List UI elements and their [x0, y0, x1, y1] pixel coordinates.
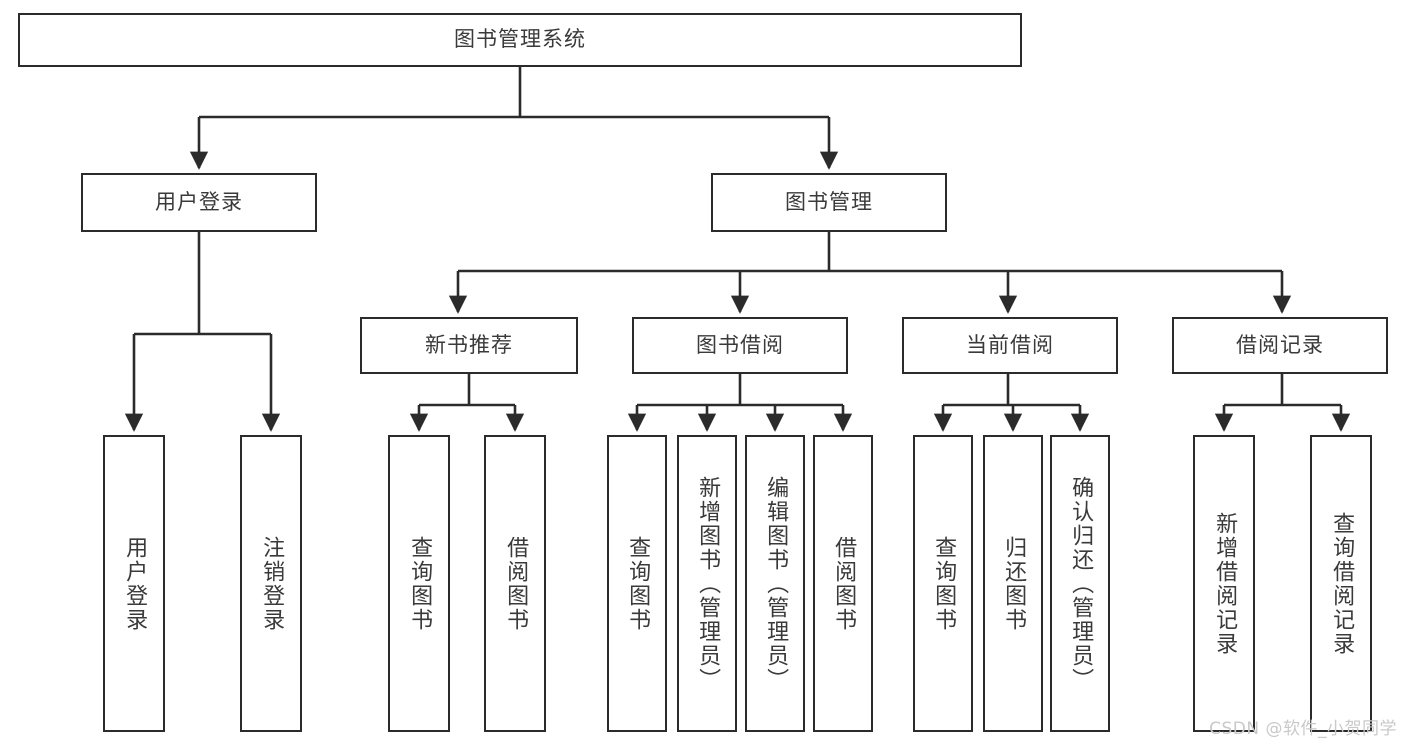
node-book-management[interactable]: 图书管理	[711, 173, 947, 232]
leaf-user-login[interactable]: 用户登录	[103, 435, 165, 732]
node-current-borrow[interactable]: 当前借阅	[902, 317, 1118, 374]
leaf-query-books-recommend[interactable]: 查询图书	[388, 435, 450, 732]
leaf-borrow-books-recommend-label: 借阅图书	[503, 535, 529, 632]
node-user-login-label: 用户登录	[155, 189, 243, 214]
node-book-borrow-label: 图书借阅	[696, 332, 784, 357]
leaf-borrow-books-label: 借阅图书	[831, 535, 857, 632]
node-user-login[interactable]: 用户登录	[81, 173, 317, 232]
node-new-book-recommend-label: 新书推荐	[425, 332, 513, 357]
leaf-add-book-admin[interactable]: 新增图书（管理员）	[677, 435, 737, 732]
leaf-edit-book-admin[interactable]: 编辑图书（管理员）	[745, 435, 805, 732]
leaf-query-books-borrow[interactable]: 查询图书	[607, 435, 667, 732]
node-current-borrow-label: 当前借阅	[966, 332, 1054, 357]
node-book-management-label: 图书管理	[785, 189, 873, 214]
leaf-borrow-books-recommend[interactable]: 借阅图书	[484, 435, 546, 732]
node-book-borrow[interactable]: 图书借阅	[632, 317, 848, 374]
leaf-confirm-return-admin-label: 确认归还（管理员）	[1068, 475, 1094, 692]
node-new-book-recommend[interactable]: 新书推荐	[360, 317, 578, 374]
leaf-query-books-borrow-label: 查询图书	[625, 535, 651, 632]
leaf-query-borrow-record[interactable]: 查询借阅记录	[1310, 435, 1372, 732]
node-root[interactable]: 图书管理系统	[18, 13, 1022, 67]
leaf-confirm-return-admin[interactable]: 确认归还（管理员）	[1050, 435, 1110, 732]
leaf-query-books-current-label: 查询图书	[931, 535, 957, 632]
csdn-watermark: CSDN @软件_小贺同学	[1209, 719, 1397, 739]
leaf-user-login-label: 用户登录	[122, 535, 148, 632]
leaf-query-books-recommend-label: 查询图书	[407, 535, 433, 632]
leaf-query-books-current[interactable]: 查询图书	[913, 435, 973, 732]
leaf-user-logout-label: 注销登录	[259, 535, 285, 632]
leaf-add-book-admin-label: 新增图书（管理员）	[695, 475, 721, 692]
leaf-add-borrow-record-label: 新增借阅记录	[1212, 511, 1238, 656]
node-borrow-records[interactable]: 借阅记录	[1172, 317, 1388, 374]
leaf-return-books[interactable]: 归还图书	[983, 435, 1043, 732]
node-borrow-records-label: 借阅记录	[1236, 332, 1324, 357]
leaf-query-borrow-record-label: 查询借阅记录	[1329, 511, 1355, 656]
leaf-borrow-books[interactable]: 借阅图书	[813, 435, 873, 732]
leaf-edit-book-admin-label: 编辑图书（管理员）	[763, 475, 789, 692]
node-root-label: 图书管理系统	[454, 27, 586, 52]
leaf-user-logout[interactable]: 注销登录	[240, 435, 302, 732]
leaf-add-borrow-record[interactable]: 新增借阅记录	[1193, 435, 1255, 732]
leaf-return-books-label: 归还图书	[1001, 535, 1027, 632]
